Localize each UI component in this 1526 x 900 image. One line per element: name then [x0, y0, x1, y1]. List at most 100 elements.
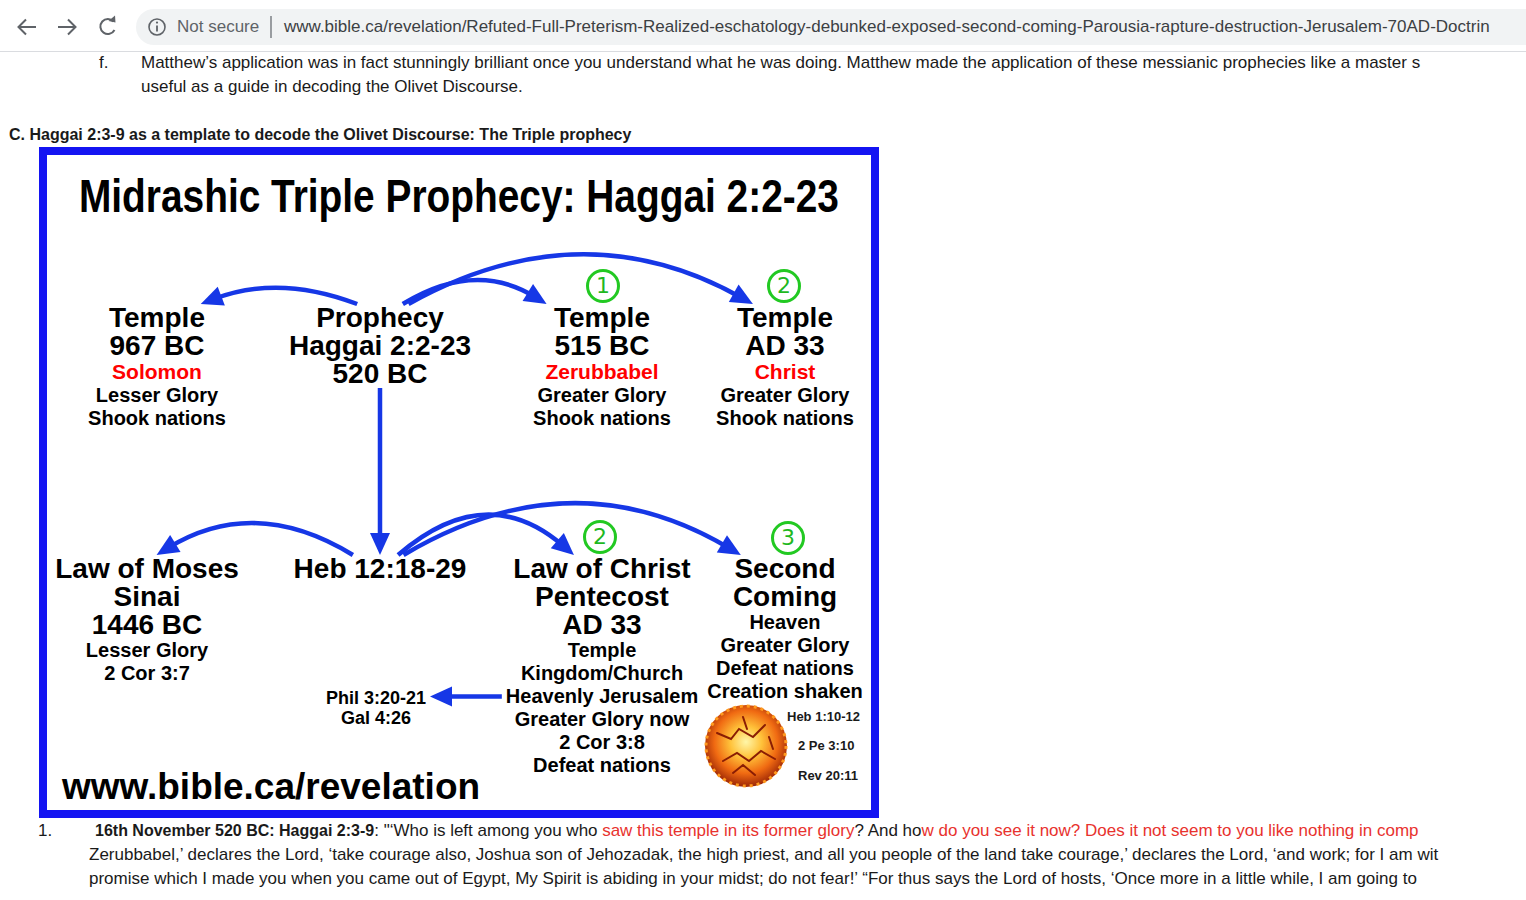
verse-text: promise which I made you when you came o…	[89, 869, 1417, 889]
verse-text: : "‘Who is left among you who	[374, 821, 597, 841]
node-text: Greater Glory now	[506, 708, 698, 731]
watermark-text: www.bible.ca/revelation	[62, 767, 480, 807]
law-group: Law of MosesSinai1446 BCLesser Glory2 Co…	[51, 555, 243, 685]
scripture-ref: Rev 20:11	[798, 766, 858, 786]
node-text: Phil 3:20-21	[326, 688, 426, 708]
node-text: Prophecy	[289, 304, 471, 332]
node-text: Lesser Glory	[88, 384, 226, 407]
verse-text: Zerubbabel,’ declares the Lord, ‘take co…	[89, 845, 1438, 865]
security-label: Not secure	[177, 17, 259, 37]
connector-arrow	[157, 523, 353, 555]
connector-line	[378, 388, 383, 541]
arrow-head	[717, 535, 741, 555]
verse-heading: 16th November 520 BC: Haggai 2:3-9	[95, 821, 374, 841]
fireball-illustration	[703, 703, 789, 789]
node-text: Pentecost	[506, 583, 698, 611]
verse-text: ? And ho	[854, 821, 921, 841]
node-text: 967 BC	[88, 332, 226, 360]
node-text: Solomon	[88, 360, 226, 384]
callout-number: 3	[774, 524, 802, 552]
verse-line: 16th November 520 BC: Haggai 2:3-9: "‘Wh…	[95, 821, 1419, 841]
node-text: 2 Cor 3:8	[506, 731, 698, 754]
callout-circle: 1	[586, 269, 620, 303]
diagram-title: Midrashic Triple Prophecy: Haggai 2:2-23	[79, 171, 839, 221]
node-text: Sinai	[55, 583, 239, 611]
fireball-cracks	[717, 717, 775, 775]
callout-number: 2	[586, 523, 614, 551]
node-text: Greater Glory	[716, 384, 854, 407]
address-bar	[136, 9, 1526, 45]
scripture-ref: 2 Pe 3:10	[798, 736, 854, 756]
node-text: Second	[707, 555, 863, 583]
diagram-frame: Midrashic Triple Prophecy: Haggai 2:2-23…	[39, 147, 879, 818]
node-text: Shook nations	[533, 407, 671, 430]
callout-circle: 3	[771, 521, 805, 555]
connector-arrow	[409, 254, 753, 304]
arrow-head	[201, 287, 225, 306]
connector-line	[409, 254, 741, 304]
fireball-flares	[706, 706, 786, 786]
scripture-group: Heb 12:18-29	[290, 555, 471, 583]
connector-line	[403, 280, 535, 304]
coming-group: SecondComingHeavenGreater GloryDefeat na…	[703, 555, 867, 703]
list-marker: f.	[99, 53, 108, 73]
callout-circle: 2	[583, 520, 617, 554]
verse-highlight: w do you see it now? Does it not seem to…	[922, 821, 1419, 841]
node-text: Zerubbabel	[533, 360, 671, 384]
toolbar-border	[0, 51, 1526, 52]
node-text: Heavenly Jerusalem	[506, 685, 698, 708]
fireball-body	[705, 705, 787, 787]
node-text: Gal 4:26	[326, 708, 426, 728]
temple-group: Temple515 BCZerubbabelGreater GloryShook…	[529, 304, 675, 430]
node-text: 2 Cor 3:7	[55, 662, 239, 685]
info-icon-stem	[156, 26, 158, 32]
connector-line	[169, 523, 353, 555]
connector-arrow	[201, 287, 357, 306]
law-group: Law of ChristPentecostAD 33TempleKingdom…	[502, 555, 702, 777]
callout-number: 1	[589, 272, 617, 300]
node-text: Creation shaken	[707, 680, 863, 703]
node-text: Heb 12:18-29	[294, 555, 467, 583]
body-text: useful as a guide in decoding the Olivet…	[141, 77, 523, 97]
reload-icon-head	[109, 16, 116, 23]
arrow-head	[157, 535, 181, 555]
arrow-head	[430, 687, 452, 707]
node-text: Temple	[716, 304, 854, 332]
info-icon-dot	[156, 22, 158, 24]
arrow-head	[370, 533, 390, 555]
node-text: Temple	[506, 639, 698, 662]
connector-arrow	[403, 280, 547, 304]
forward-icon	[58, 20, 76, 35]
connector-arrow	[370, 388, 390, 555]
arrow-head	[551, 533, 574, 555]
node-text: Temple	[88, 304, 226, 332]
connector-line	[403, 503, 728, 555]
callout-number: 2	[770, 272, 798, 300]
connector-arrow	[430, 687, 502, 707]
url-text: www.bible.ca/revelation/Refuted-Full-Pre…	[284, 17, 1490, 37]
node-text: Coming	[707, 583, 863, 611]
back-icon	[19, 20, 37, 35]
node-text: Defeat nations	[506, 754, 698, 777]
node-text: Shook nations	[88, 407, 226, 430]
section-heading: C. Haggai 2:3-9 as a template to decode …	[9, 125, 631, 145]
node-text: 1446 BC	[55, 611, 239, 639]
node-text: Temple	[533, 304, 671, 332]
node-text: Christ	[716, 360, 854, 384]
node-text: Kingdom/Church	[506, 662, 698, 685]
connector-line	[444, 694, 502, 699]
node-text: Greater Glory	[533, 384, 671, 407]
verse-highlight: saw this temple in its former glory	[602, 821, 854, 841]
connector-arrow	[398, 515, 574, 555]
arrow-head	[729, 285, 753, 304]
temple-group: Temple967 BCSolomonLesser GloryShook nat…	[84, 304, 230, 430]
scripture-ref: Heb 1:10-12	[787, 707, 860, 727]
reference-group: Phil 3:20-21Gal 4:26	[322, 688, 430, 728]
callout-circle: 2	[767, 269, 801, 303]
prophecy-group: ProphecyHaggai 2:2-23520 BC	[285, 304, 475, 388]
body-text: Matthew’s application was in fact stunni…	[141, 53, 1420, 73]
connector-line	[214, 288, 357, 304]
node-text: Law of Moses	[55, 555, 239, 583]
node-text: Shook nations	[716, 407, 854, 430]
temple-group: TempleAD 33ChristGreater GloryShook nati…	[712, 304, 858, 430]
